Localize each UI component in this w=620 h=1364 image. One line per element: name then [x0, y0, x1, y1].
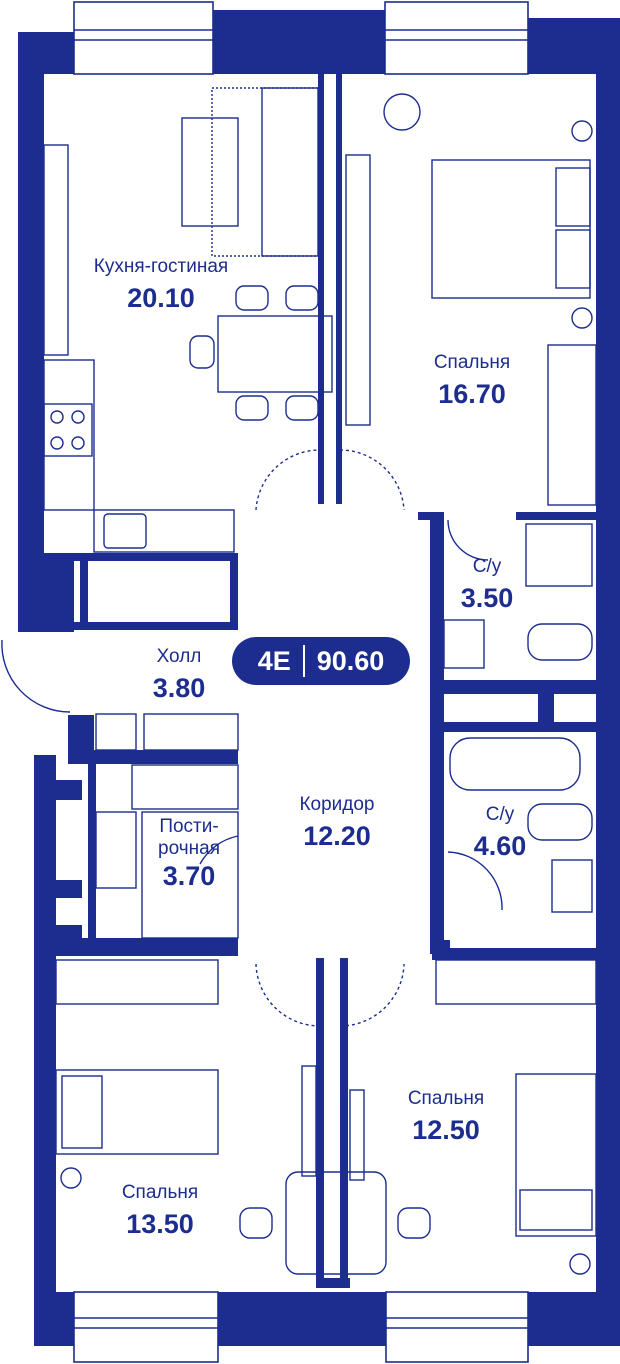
room-laundry-name-line1: Пости-: [159, 816, 219, 837]
room-bedroom-right-name: Спальня: [407, 1088, 485, 1109]
room-bath-small-area: 3.50: [460, 583, 514, 613]
room-bath-big-label: С/у 4.60: [454, 804, 546, 862]
room-kitchen-label: Кухня-гостиная 20.10: [64, 256, 258, 314]
room-kitchen-name: Кухня-гостиная: [93, 256, 229, 277]
room-bedroom-left-name: Спальня: [121, 1182, 199, 1203]
room-corridor-label: Коридор 12.20: [276, 794, 398, 852]
room-hall-area: 3.80: [152, 673, 206, 703]
furniture: [43, 87, 597, 1275]
room-hall-label: Холл 3.80: [124, 646, 234, 704]
room-bedroom-right-label: Спальня 12.50: [386, 1088, 506, 1146]
doors: [1, 449, 503, 1027]
room-bedroom-top-area: 16.70: [438, 379, 506, 409]
room-laundry-name-line2: рочная: [158, 838, 220, 859]
room-kitchen-area: 20.10: [127, 283, 195, 313]
room-bedroom-top-label: Спальня 16.70: [412, 352, 532, 410]
apartment-badge: 4E 90.60: [232, 637, 410, 685]
room-hall-name: Холл: [156, 646, 202, 667]
room-corridor-name: Коридор: [299, 794, 375, 815]
room-laundry-area: 3.70: [162, 861, 216, 891]
room-bath-small-label: С/у 3.50: [448, 556, 526, 614]
room-laundry-label: Пости- рочная 3.70: [144, 816, 234, 892]
room-bedroom-left-label: Спальня 13.50: [100, 1182, 220, 1240]
apartment-total-area: 90.60: [316, 645, 385, 676]
room-bedroom-top-name: Спальня: [433, 352, 511, 373]
room-bath-big-area: 4.60: [473, 831, 527, 861]
room-bedroom-right-area: 12.50: [412, 1115, 480, 1145]
room-bath-big-name: С/у: [485, 804, 515, 825]
room-corridor-area: 12.20: [303, 821, 371, 851]
windows: [73, 1, 529, 1363]
room-bedroom-left-area: 13.50: [126, 1209, 194, 1239]
apartment-type-label: 4E: [257, 645, 291, 676]
room-bath-small-name: С/у: [472, 556, 502, 577]
walls: [18, 10, 620, 1346]
badge-divider: [302, 645, 305, 677]
